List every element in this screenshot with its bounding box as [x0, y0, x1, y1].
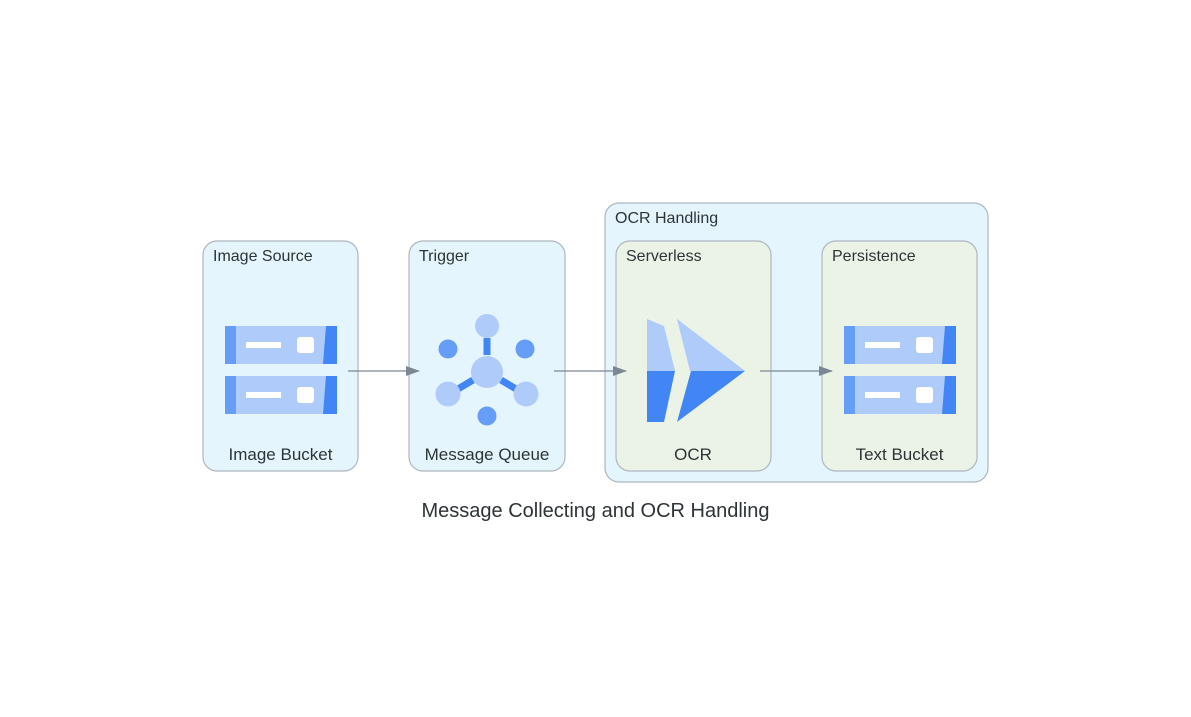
cloud-run-icon	[647, 319, 745, 422]
cluster-label-image-source: Image Source	[213, 248, 313, 265]
cluster-label-persistence: Persistence	[832, 248, 916, 265]
node-message-queue[interactable]: Message Queue	[425, 314, 550, 464]
node-label-message-queue: Message Queue	[425, 445, 550, 464]
node-text-bucket[interactable]: Text Bucket	[844, 326, 956, 464]
cluster-label-serverless: Serverless	[626, 248, 702, 265]
diagram-title: Message Collecting and OCR Handling	[422, 500, 770, 522]
cluster-label-trigger: Trigger	[419, 248, 470, 265]
node-label-ocr: OCR	[674, 445, 712, 464]
node-label-text-bucket: Text Bucket	[856, 445, 944, 464]
storage-bucket-icon	[844, 326, 956, 414]
node-ocr[interactable]: OCR	[647, 319, 745, 464]
cluster-label-ocr-handling: OCR Handling	[615, 210, 718, 227]
pubsub-icon	[435, 314, 539, 426]
node-image-bucket[interactable]: Image Bucket	[225, 326, 337, 464]
storage-bucket-icon	[225, 326, 337, 414]
node-label-image-bucket: Image Bucket	[229, 445, 333, 464]
